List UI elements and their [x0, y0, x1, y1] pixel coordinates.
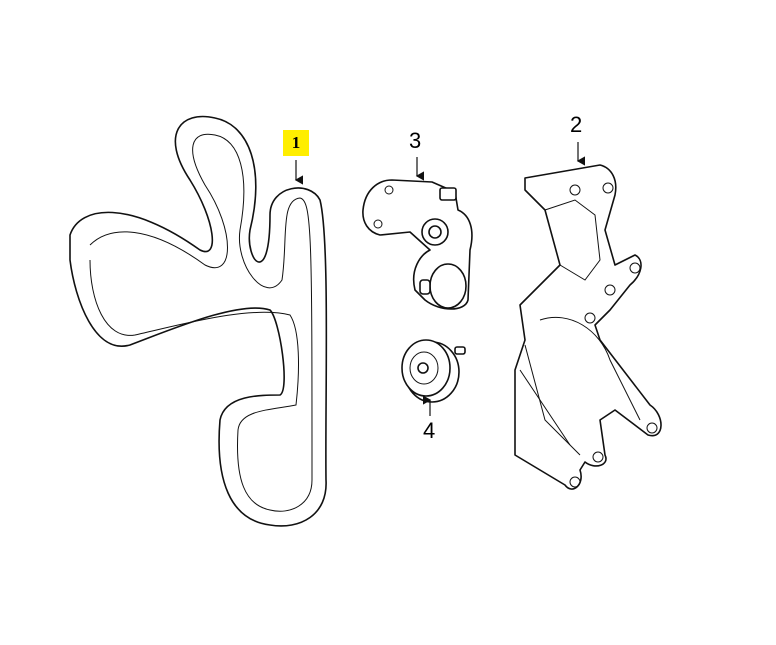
drive-belt[interactable] — [69, 115, 328, 527]
belt-tensioner[interactable] — [362, 179, 473, 310]
callout-2[interactable]: 2 — [570, 112, 583, 137]
callout-3[interactable]: 3 — [409, 128, 422, 153]
callout-4[interactable]: 4 — [423, 418, 436, 443]
callout-1-highlighted[interactable]: 1 — [283, 130, 309, 156]
mounting-bracket[interactable] — [514, 164, 662, 490]
idler-pulley[interactable] — [401, 339, 466, 403]
